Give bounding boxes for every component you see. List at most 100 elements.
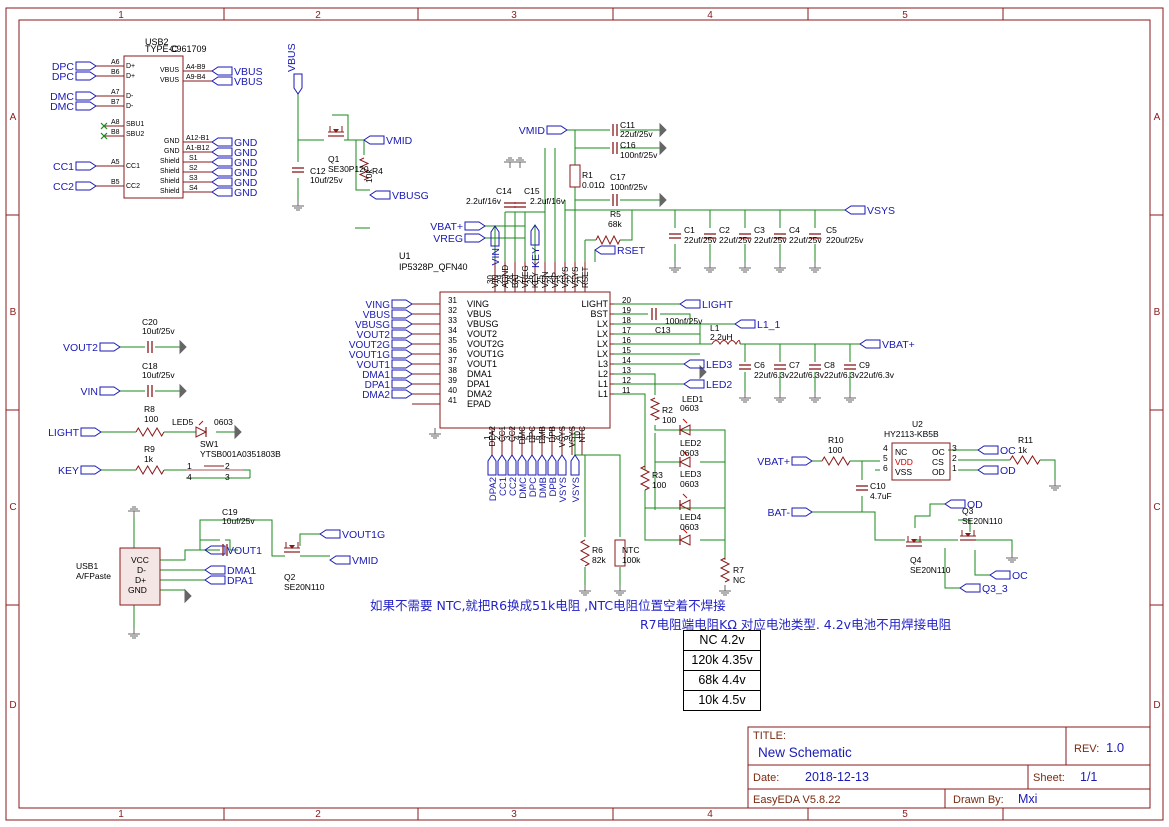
part-label: SE20N110 (962, 516, 1003, 526)
net-flag-icon (391, 329, 413, 339)
net-label: VBUS (286, 43, 298, 72)
net-label: VSYS (571, 477, 582, 502)
pin-name: LX (597, 329, 608, 339)
net-flag-icon (546, 125, 568, 135)
net-label: CC2 (53, 181, 74, 193)
part-label: C2 (719, 225, 730, 235)
net-flag-icon (211, 76, 233, 86)
pin-name: DMA1 (467, 369, 492, 379)
net-label: DMC (50, 91, 74, 103)
col-label: 1 (118, 10, 124, 21)
part-label: LED4 (680, 512, 702, 522)
pin-number: 29 (496, 275, 505, 284)
net-label: DPC (528, 477, 539, 497)
pin-number: 41 (448, 396, 457, 405)
date-label: Date: (753, 772, 779, 784)
u2-chip (891, 442, 951, 481)
net-flag-icon (75, 61, 97, 71)
pin-number: 8 (553, 435, 562, 440)
pin-number: 18 (622, 316, 631, 325)
pin-number: B6 (111, 69, 120, 76)
net-label: KEY (530, 247, 542, 268)
part-label: 220uf/25v (826, 235, 864, 245)
pin-number: 22 (566, 275, 575, 284)
part-label: 1 (952, 463, 957, 473)
part-value: TYPE-C (145, 44, 179, 54)
net-label: GND (234, 147, 258, 159)
resistor-icon (821, 456, 851, 466)
resistor-icon (649, 397, 661, 421)
part-label: U2 (912, 419, 923, 429)
part-label: C15 (524, 186, 540, 196)
net-label: RSET (617, 245, 646, 257)
part-label: 4.7uF (870, 491, 892, 501)
ntc-note: 如果不需要 NTC,就把R6换成51k电阻 ,NTC电阻位置空着不焊接 (370, 598, 726, 613)
resistor-icon (135, 427, 165, 437)
pin-name: Shield (160, 188, 180, 195)
part-label: 2.2uH (710, 332, 733, 342)
led-icon (682, 450, 688, 456)
net-flag-icon (369, 190, 391, 200)
part-label: C12 (310, 166, 326, 176)
net-flag-icon (75, 91, 97, 101)
part-label: 10uf/25v (222, 516, 255, 526)
pin-number: A12-B1 (186, 135, 209, 142)
pin-number: 25 (536, 275, 545, 284)
pin-number: 7 (543, 435, 552, 440)
net-flag-icon (80, 427, 102, 437)
led-icon (198, 420, 204, 426)
part-label: 100k (622, 555, 641, 565)
net-label: VMID (352, 555, 379, 567)
pin-name: VING (467, 299, 489, 309)
net-flag-icon (329, 555, 351, 565)
resistor-icon (135, 465, 165, 475)
part-label: 22uf/6.3v (824, 370, 860, 380)
pin-name: D+ (126, 73, 135, 80)
net-label: Q3_3 (982, 583, 1008, 595)
col-label: 3 (511, 10, 517, 21)
pin-name: DMB (538, 426, 547, 444)
pin-name: VOUT2G (467, 339, 504, 349)
pin-name: VREG (521, 265, 530, 288)
part-label: 100nf/25v (620, 150, 658, 160)
part-label: YTSB001A0351803B (200, 449, 281, 459)
pin-name: EPAD (467, 399, 491, 409)
col-label: 5 (902, 809, 908, 820)
net-label: VOUT2 (357, 330, 391, 341)
pin-name: VSN (541, 271, 550, 288)
pin-number: A8 (111, 119, 120, 126)
pin-number: A7 (111, 89, 120, 96)
part-label: VDD (895, 457, 913, 467)
part-label: LED5 (172, 417, 194, 427)
pin-number: A9-B4 (186, 74, 206, 81)
part-label: 0.01Ω (582, 180, 605, 190)
pin-number: S4 (189, 185, 198, 192)
col-label: 5 (902, 10, 908, 21)
part-label: OD (932, 467, 945, 477)
pin-name: CC1 (126, 163, 140, 170)
net-flag-icon (75, 161, 97, 171)
net-label: KEY (58, 465, 79, 477)
part-label: 100 (828, 445, 842, 455)
pin-name: VSYS (561, 267, 570, 288)
pin-number: 13 (622, 366, 631, 375)
part-label: C14 (496, 186, 512, 196)
pin-number: 15 (622, 346, 631, 355)
pin-number: 40 (448, 386, 457, 395)
net-label: DMA2 (362, 390, 390, 401)
resistor-icon (358, 157, 370, 181)
part-label: 1k (144, 454, 154, 464)
resistor-icon (1009, 455, 1041, 465)
net-label: DMC (50, 101, 74, 113)
pin-number: S1 (189, 155, 198, 162)
pin-name: VOUT2 (467, 329, 497, 339)
part-label: C6 (754, 360, 765, 370)
pin-name: RSET (581, 267, 590, 288)
title-block (747, 726, 1151, 809)
pin-number: 2 (493, 435, 502, 440)
resistor-icon (595, 234, 621, 246)
net-flag-icon (490, 225, 500, 247)
net-flag-icon (959, 583, 981, 593)
part-label: 100 (652, 480, 666, 490)
net-label: VBAT+ (882, 339, 915, 351)
